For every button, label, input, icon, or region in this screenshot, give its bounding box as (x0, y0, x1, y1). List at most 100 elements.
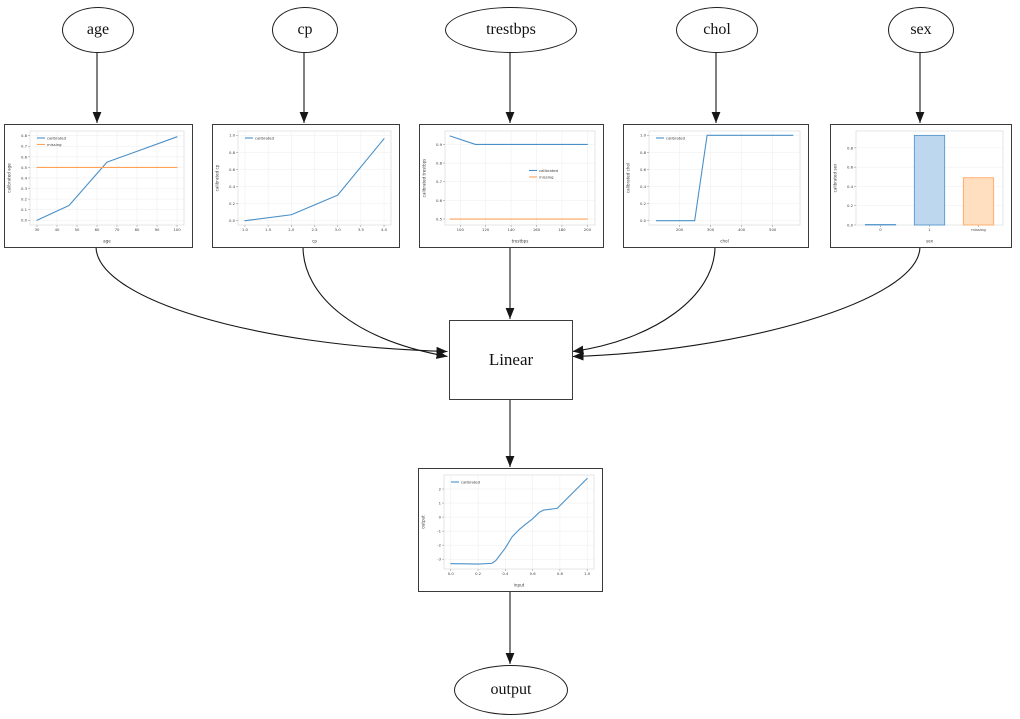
svg-text:200: 200 (676, 227, 684, 232)
svg-text:calibrated age: calibrated age (7, 163, 12, 193)
svg-text:300: 300 (707, 227, 715, 232)
svg-text:0.7: 0.7 (21, 144, 28, 149)
edge-cpchart-to-linear (302, 246, 448, 359)
svg-text:1.0: 1.0 (640, 133, 647, 138)
svg-text:70: 70 (115, 227, 120, 232)
svg-text:0.2: 0.2 (475, 571, 482, 576)
svg-text:30: 30 (35, 227, 40, 232)
input-node-sex: sex (888, 7, 954, 53)
svg-text:0.0: 0.0 (448, 571, 455, 576)
svg-text:calibrated: calibrated (461, 479, 481, 484)
input-node-cp: cp (272, 7, 338, 53)
svg-text:0.2: 0.2 (847, 203, 854, 208)
svg-text:0.8: 0.8 (229, 150, 236, 155)
input-node-chol-label: chol (703, 21, 731, 38)
svg-text:-2: -2 (437, 543, 441, 548)
svg-text:50: 50 (75, 227, 80, 232)
svg-text:0.2: 0.2 (21, 197, 28, 202)
svg-text:90: 90 (155, 227, 160, 232)
svg-text:calibrated: calibrated (539, 168, 559, 173)
svg-text:calibrated: calibrated (255, 135, 275, 140)
svg-text:140: 140 (507, 227, 515, 232)
svg-text:4.0: 4.0 (381, 227, 388, 232)
svg-text:calibrated cp: calibrated cp (215, 164, 220, 191)
svg-text:200: 200 (584, 227, 592, 232)
linear-node: Linear (449, 320, 573, 400)
svg-text:calibrated: calibrated (666, 135, 686, 140)
svg-text:1.0: 1.0 (242, 227, 249, 232)
svg-text:1.0: 1.0 (229, 133, 236, 138)
svg-text:trestbps: trestbps (512, 239, 529, 244)
svg-text:0.8: 0.8 (436, 160, 443, 165)
svg-text:1.5: 1.5 (265, 227, 272, 232)
svg-text:-3: -3 (437, 557, 441, 562)
svg-text:120: 120 (482, 227, 490, 232)
calibration-chart-trestbps: 0.5 0.6 0.7 0.8 0.9 100 120 140 160 180 200 trestbp… (419, 124, 604, 248)
svg-text:1: 1 (928, 227, 931, 232)
svg-text:calibrated trestbps: calibrated trestbps (422, 159, 427, 198)
svg-text:40: 40 (55, 227, 60, 232)
svg-text:0.6: 0.6 (847, 165, 854, 170)
svg-text:0.0: 0.0 (640, 218, 647, 223)
input-node-sex-label: sex (910, 21, 932, 38)
svg-text:cp: cp (312, 239, 317, 244)
input-node-trestbps-label: trestbps (486, 21, 536, 38)
svg-text:500: 500 (769, 227, 777, 232)
svg-text:3.0: 3.0 (335, 227, 342, 232)
svg-text:100: 100 (457, 227, 465, 232)
svg-text:missing: missing (47, 142, 62, 147)
svg-text:calibrated sex: calibrated sex (833, 163, 838, 192)
svg-text:2.0: 2.0 (288, 227, 295, 232)
svg-text:age: age (103, 239, 111, 244)
svg-text:calibrated chol: calibrated chol (626, 163, 631, 193)
svg-text:0.4: 0.4 (21, 175, 28, 180)
output-node: output (454, 665, 568, 715)
input-node-age: age (62, 7, 134, 53)
svg-text:1: 1 (439, 500, 442, 505)
svg-text:0.1: 0.1 (21, 207, 28, 212)
svg-text:0.4: 0.4 (640, 184, 647, 189)
svg-text:0.9: 0.9 (436, 142, 443, 147)
svg-text:0.5: 0.5 (436, 216, 443, 221)
svg-text:0: 0 (439, 514, 442, 519)
svg-text:sex: sex (926, 239, 934, 244)
svg-text:0.2: 0.2 (229, 201, 236, 206)
edge-sexchart-to-linear (572, 246, 921, 361)
output-node-label: output (490, 681, 532, 698)
input-node-trestbps: trestbps (445, 7, 577, 53)
linear-node-label: Linear (488, 350, 534, 369)
svg-text:60: 60 (95, 227, 100, 232)
svg-text:0.6: 0.6 (436, 198, 443, 203)
svg-text:missing: missing (539, 174, 554, 179)
svg-text:0.7: 0.7 (436, 179, 443, 184)
svg-text:calibrated: calibrated (47, 135, 67, 140)
svg-text:1.0: 1.0 (584, 571, 591, 576)
input-node-chol: chol (676, 7, 758, 53)
input-node-age-label: age (86, 21, 110, 38)
calibration-chart-age: 0.0 0.1 0.2 0.3 0.4 0.5 0.6 0.7 0.8 30 40 50 60 70 80 9… (4, 124, 193, 248)
svg-text:0.8: 0.8 (21, 133, 28, 138)
svg-text:400: 400 (738, 227, 746, 232)
svg-text:0.8: 0.8 (557, 571, 564, 576)
svg-text:0.2: 0.2 (640, 201, 647, 206)
svg-text:0.0: 0.0 (847, 222, 854, 227)
svg-text:0.4: 0.4 (229, 184, 236, 189)
svg-text:0.3: 0.3 (21, 186, 28, 191)
edge-cholchart-to-linear (572, 246, 716, 355)
svg-text:0.6: 0.6 (21, 154, 28, 159)
svg-text:input: input (514, 583, 525, 588)
edge-agechart-to-linear (95, 246, 448, 356)
svg-text:0.4: 0.4 (847, 184, 854, 189)
svg-text:80: 80 (135, 227, 140, 232)
svg-text:0.0: 0.0 (21, 218, 28, 223)
svg-text:160: 160 (533, 227, 541, 232)
svg-text:0.6: 0.6 (530, 571, 537, 576)
svg-text:0.5: 0.5 (21, 165, 28, 170)
svg-text:0.6: 0.6 (229, 167, 236, 172)
svg-text:100: 100 (173, 227, 181, 232)
svg-text:180: 180 (558, 227, 566, 232)
